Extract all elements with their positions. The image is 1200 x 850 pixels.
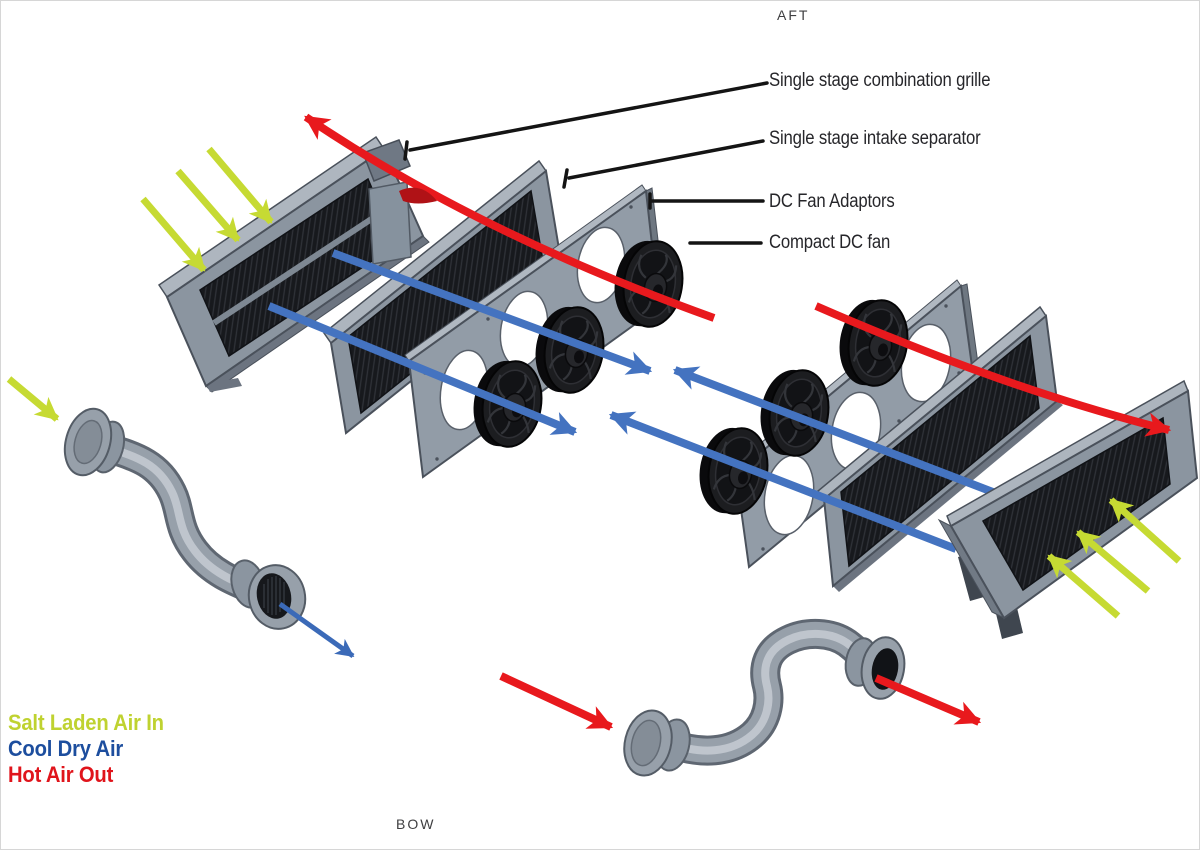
hot-air-outlet-hose bbox=[623, 618, 906, 777]
fan-adaptor-plate-left bbox=[404, 184, 666, 479]
hot-air-arrow-curl bbox=[399, 187, 437, 204]
legend-item-cool-dry-air: Cool Dry Air bbox=[8, 736, 124, 761]
cool-air-outlet-hose bbox=[63, 407, 307, 630]
callout-intake-separator: Single stage intake separator bbox=[769, 128, 981, 149]
legend-item-salt-laden-air: Salt Laden Air In bbox=[8, 710, 164, 735]
combination-grille-right bbox=[937, 379, 1199, 639]
salt-laden-air-arrows bbox=[6, 146, 1182, 619]
orientation-aft-label: AFT bbox=[777, 7, 810, 23]
orientation-bow-label: BOW bbox=[396, 816, 436, 832]
cool-dry-air-arrow-hose bbox=[278, 601, 355, 659]
grille-mid-rail bbox=[212, 209, 384, 326]
callout-fan-adaptors: DC Fan Adaptors bbox=[769, 191, 895, 212]
callout-compact-dc-fan: Compact DC fan bbox=[769, 232, 891, 253]
legend-item-hot-air-out: Hot Air Out bbox=[8, 762, 114, 787]
callout-combination-grille: Single stage combination grille bbox=[769, 70, 991, 91]
callout-lines bbox=[403, 81, 769, 245]
cool-dry-air-arrows bbox=[267, 249, 653, 436]
hot-air-arrows bbox=[303, 113, 1172, 731]
cool-dry-air-arrows-right bbox=[608, 366, 1013, 553]
grille-end-plate bbox=[368, 181, 412, 265]
